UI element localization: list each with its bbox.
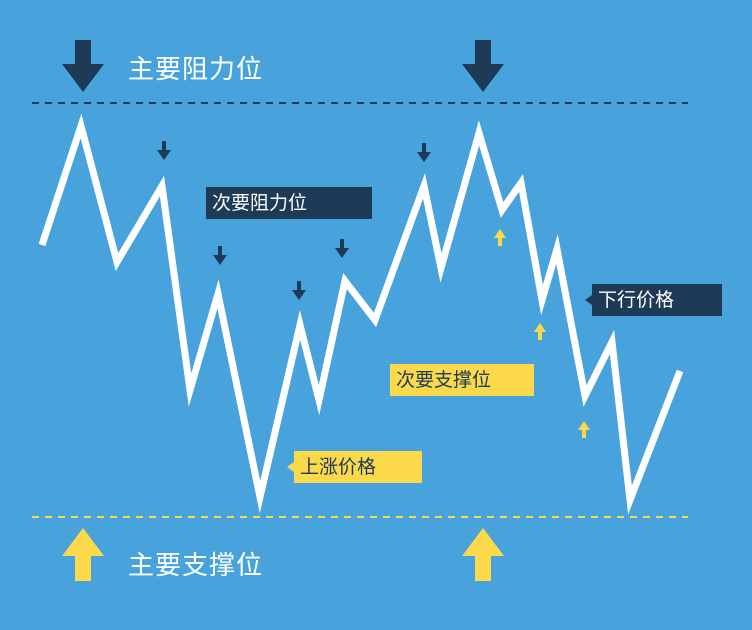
- major-resistance-arrow-icon: [462, 40, 504, 92]
- minor-support-label: 次要支撑位: [390, 364, 534, 396]
- minor-support-arrow-icon: [534, 323, 546, 340]
- major-resistance-arrow-icon: [62, 40, 104, 92]
- downtrend-price-label: 下行价格: [585, 284, 722, 316]
- major-resistance-label: 主要阻力位: [128, 55, 264, 85]
- minor-resistance-arrow-icon: [213, 246, 227, 265]
- price-line: [38, 113, 684, 515]
- minor-support-arrow-icon: [494, 229, 506, 246]
- minor-resistance-arrow-icon: [335, 239, 349, 258]
- major-support-label: 主要支撑位: [128, 551, 264, 581]
- minor-resistance-arrow-icon: [417, 143, 431, 162]
- major-support-arrow-icon: [62, 528, 104, 581]
- minor-resistance-arrow-icon: [157, 141, 171, 160]
- uptrend-price-label: 上涨价格: [287, 451, 422, 483]
- minor-support-arrow-icon: [578, 421, 590, 438]
- major-support-arrow-icon: [462, 528, 504, 581]
- minor-resistance-label: 次要阻力位: [206, 187, 372, 219]
- minor-resistance-arrow-icon: [292, 281, 306, 300]
